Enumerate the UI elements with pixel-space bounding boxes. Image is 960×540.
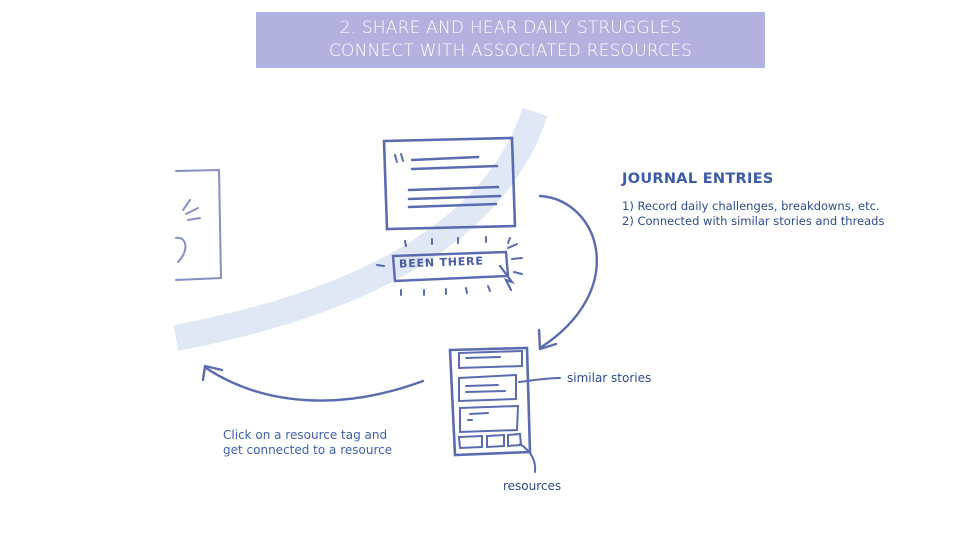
- journal-card-sketch: [382, 136, 517, 231]
- journal-point-2: 2) Connected with similar stories and th…: [622, 214, 885, 228]
- click-resource-line-1: Click on a resource tag and: [223, 428, 388, 442]
- section-banner: 2. SHARE AND HEAR DAILY STRUGGLES CONNEC…: [256, 12, 765, 68]
- arrow-phone-to-left: [201, 364, 425, 402]
- background-arc: [173, 107, 548, 351]
- resources-leader: [519, 443, 537, 473]
- banner-line-1: 2. SHARE AND HEAR DAILY STRUGGLES: [339, 18, 682, 38]
- journal-point-1: 1) Record daily challenges, breakdowns, …: [622, 199, 880, 213]
- phone-sketch: [448, 346, 532, 457]
- journal-entries-title: JOURNAL ENTRIES: [622, 171, 774, 187]
- similar-stories-leader: [518, 377, 561, 383]
- arrow-journal-to-phone: [537, 194, 598, 351]
- been-there-button-sketch: [376, 236, 523, 296]
- partial-phone-sketch: [175, 168, 223, 281]
- click-resource-line-2: get connected to a resource: [223, 443, 393, 457]
- resources-label: resources: [503, 479, 562, 493]
- similar-stories-label: similar stories: [567, 371, 652, 385]
- banner-line-2: CONNECT WITH ASSOCIATED RESOURCES: [328, 41, 693, 61]
